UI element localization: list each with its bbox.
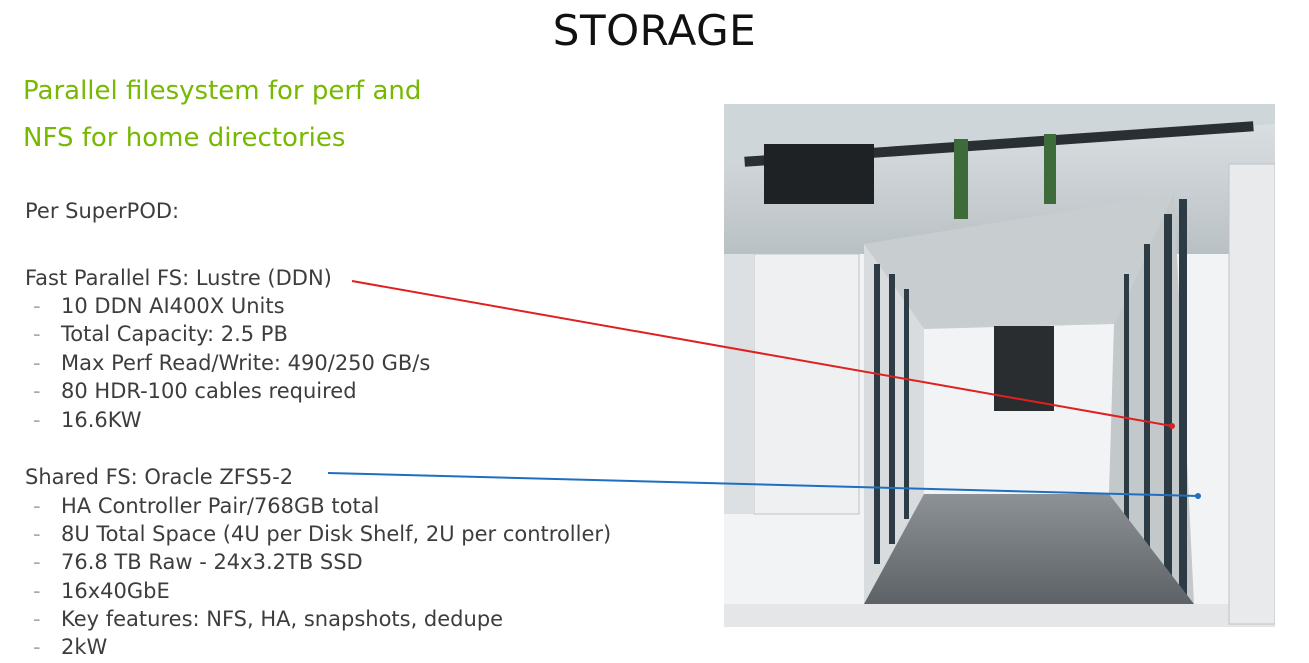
list-item: -16x40GbE [33,579,170,603]
zfs-heading: Shared FS: Oracle ZFS5-2 [25,465,294,489]
list-item: -80 HDR-100 cables required [33,379,357,403]
slide-title: STORAGE [552,6,757,55]
list-item: -Total Capacity: 2.5 PB [33,322,288,346]
list-item: -Key features: NFS, HA, snapshots, dedup… [33,607,504,631]
subtitle-line-2: NFS for home directories [23,123,346,153]
datacenter-aisle-image [724,104,1275,627]
list-item: -HA Controller Pair/768GB total [33,494,380,518]
list-item: -Max Perf Read/Write: 490/250 GB/s [33,351,431,375]
list-item: -16.6KW [33,408,142,432]
intro-text: Per SuperPOD: [25,199,180,223]
subtitle-line-1: Parallel filesystem for perf and [23,76,422,106]
list-item: -10 DDN AI400X Units [33,294,285,318]
list-item: -2kW [33,635,108,659]
lustre-heading: Fast Parallel FS: Lustre (DDN) [25,266,332,290]
list-item: -8U Total Space (4U per Disk Shelf, 2U p… [33,522,612,546]
list-item: -76.8 TB Raw - 24x3.2TB SSD [33,550,363,574]
